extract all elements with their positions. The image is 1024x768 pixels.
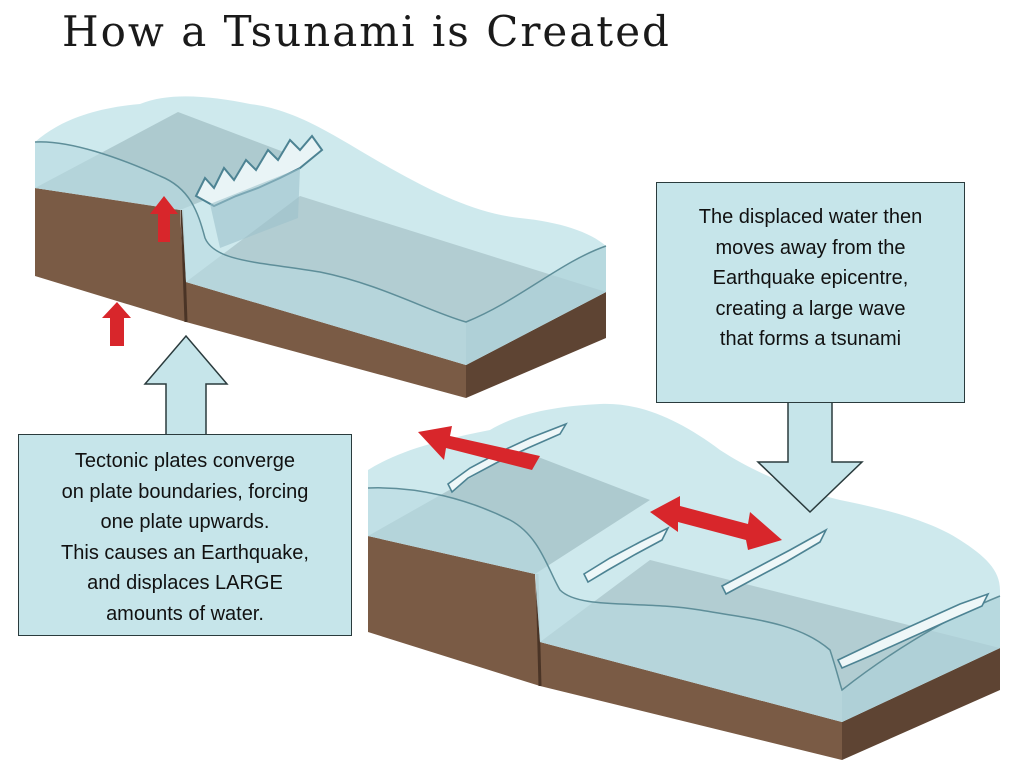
wave-front-mid-left: [582, 526, 670, 584]
earth-side-face: [466, 292, 606, 398]
lower-water-outline: [367, 487, 1001, 692]
page-title: How a Tsunami is Created: [62, 7, 671, 56]
fault-line: [180, 209, 188, 323]
left-plate-front: [368, 536, 540, 686]
plates-explanation-box: Tectonic plates converge on plate bounda…: [18, 434, 352, 636]
wave-explanation-box: The displaced water then moves away from…: [656, 182, 965, 403]
wave-shadow: [210, 168, 300, 248]
uplift-arrow: [150, 196, 178, 242]
raised-plate-front: [35, 188, 186, 322]
upper-water-front: [35, 141, 466, 365]
lower-water-side: [842, 596, 1000, 722]
wave-direction-arrow-double: [650, 496, 782, 550]
wave-direction-arrow-left: [418, 426, 540, 470]
callout-arrow-down: [756, 401, 864, 514]
upper-water-outline: [34, 141, 607, 323]
upper-block: [34, 96, 607, 398]
right-plate-front: [540, 642, 842, 760]
lower-plate-front: [186, 282, 466, 398]
lower-water-front: [368, 487, 842, 722]
lower-earth-side: [842, 648, 1000, 760]
wave-front-mid-right: [720, 528, 828, 596]
plate-push-arrow: [102, 302, 131, 346]
upper-water-side: [466, 246, 606, 365]
wave-front-near: [836, 592, 990, 670]
lower-block: [367, 403, 1001, 760]
callout-arrow-up: [143, 334, 229, 437]
